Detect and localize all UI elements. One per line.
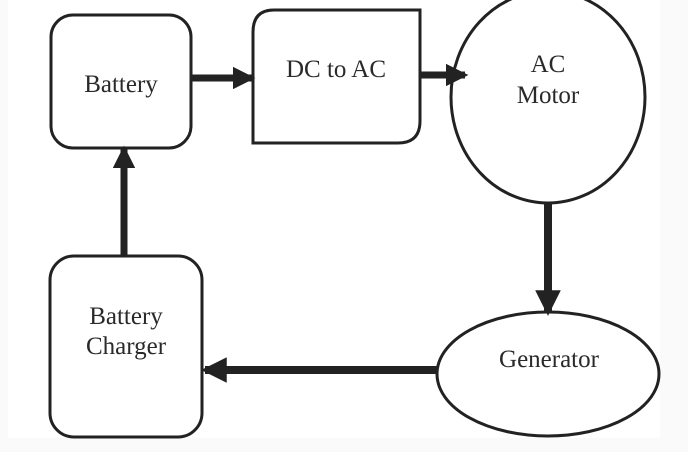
- node-dc-to-ac: DC to AC: [251, 8, 422, 145]
- node-ac-motor: AC Motor: [449, 0, 647, 205]
- dc-to-ac-label: DC to AC: [286, 56, 386, 83]
- dc-to-ac-box: [251, 8, 422, 145]
- battery-label: Battery: [84, 71, 158, 98]
- battery-charger-label-line1: Battery: [89, 303, 163, 330]
- generator-ellipse: [435, 310, 661, 438]
- node-generator: Generator: [435, 310, 661, 438]
- ac-motor-label-line2: Motor: [517, 82, 580, 109]
- node-battery-charger: Battery Charger: [48, 254, 204, 439]
- ac-motor-label-line1: AC: [531, 51, 566, 78]
- generator-label: Generator: [499, 346, 600, 373]
- node-battery: Battery: [49, 13, 193, 150]
- battery-charger-label-line2: Charger: [86, 333, 167, 360]
